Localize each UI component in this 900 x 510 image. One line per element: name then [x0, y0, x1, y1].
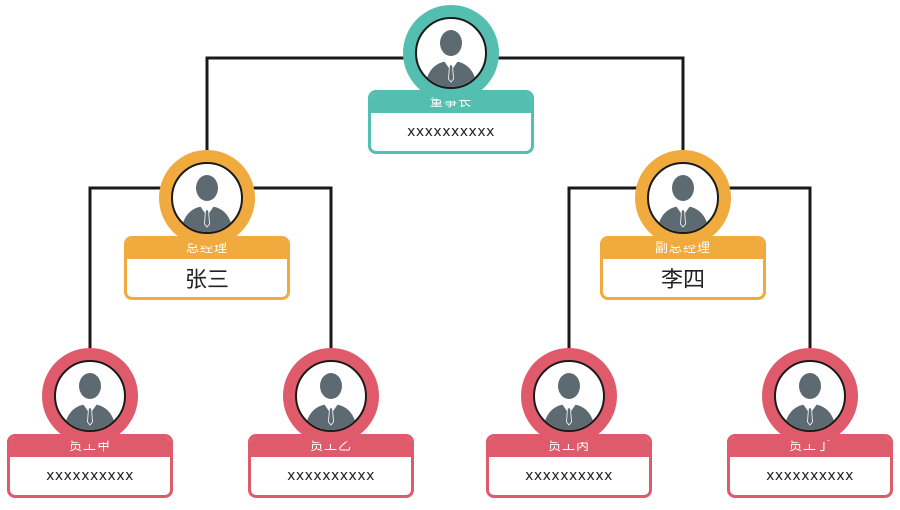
avatar-photo	[533, 360, 605, 432]
connector-gm-staff-jia	[88, 186, 162, 350]
avatar-photo	[171, 162, 243, 234]
avatar	[635, 150, 731, 246]
card-value: 李四	[660, 268, 705, 293]
person-in-suit-icon	[181, 175, 233, 232]
card-value: xxxxxxxxxx	[407, 124, 495, 140]
connector-vgm-staff-bing	[567, 186, 637, 350]
card-value: xxxxxxxxxx	[525, 468, 613, 484]
person-in-suit-icon	[657, 175, 709, 232]
connector-chairman-gm	[205, 56, 405, 150]
avatar	[42, 348, 138, 444]
avatar	[521, 348, 617, 444]
card-value: xxxxxxxxxx	[287, 468, 375, 484]
connector-vgm-staff-ding	[729, 186, 812, 350]
connector-chairman-vgm	[497, 56, 685, 150]
person-in-suit-icon	[784, 373, 836, 430]
card-value: 张三	[184, 268, 229, 293]
avatar-photo	[54, 360, 126, 432]
vgm-card: 副总经理李四	[600, 236, 766, 300]
avatar-photo	[647, 162, 719, 234]
avatar	[159, 150, 255, 246]
person-in-suit-icon	[543, 373, 595, 430]
person-in-suit-icon	[425, 30, 477, 87]
avatar-photo	[415, 17, 487, 89]
avatar	[762, 348, 858, 444]
avatar	[403, 5, 499, 101]
avatar-photo	[295, 360, 367, 432]
card-title: 副总经理	[603, 239, 763, 259]
avatar-photo	[774, 360, 846, 432]
card-value: xxxxxxxxxx	[46, 468, 134, 484]
connector-gm-staff-yi	[252, 186, 333, 350]
person-in-suit-icon	[305, 373, 357, 430]
gm-card: 总经理张三	[124, 236, 290, 300]
card-value: xxxxxxxxxx	[766, 468, 854, 484]
avatar	[283, 348, 379, 444]
person-in-suit-icon	[64, 373, 116, 430]
